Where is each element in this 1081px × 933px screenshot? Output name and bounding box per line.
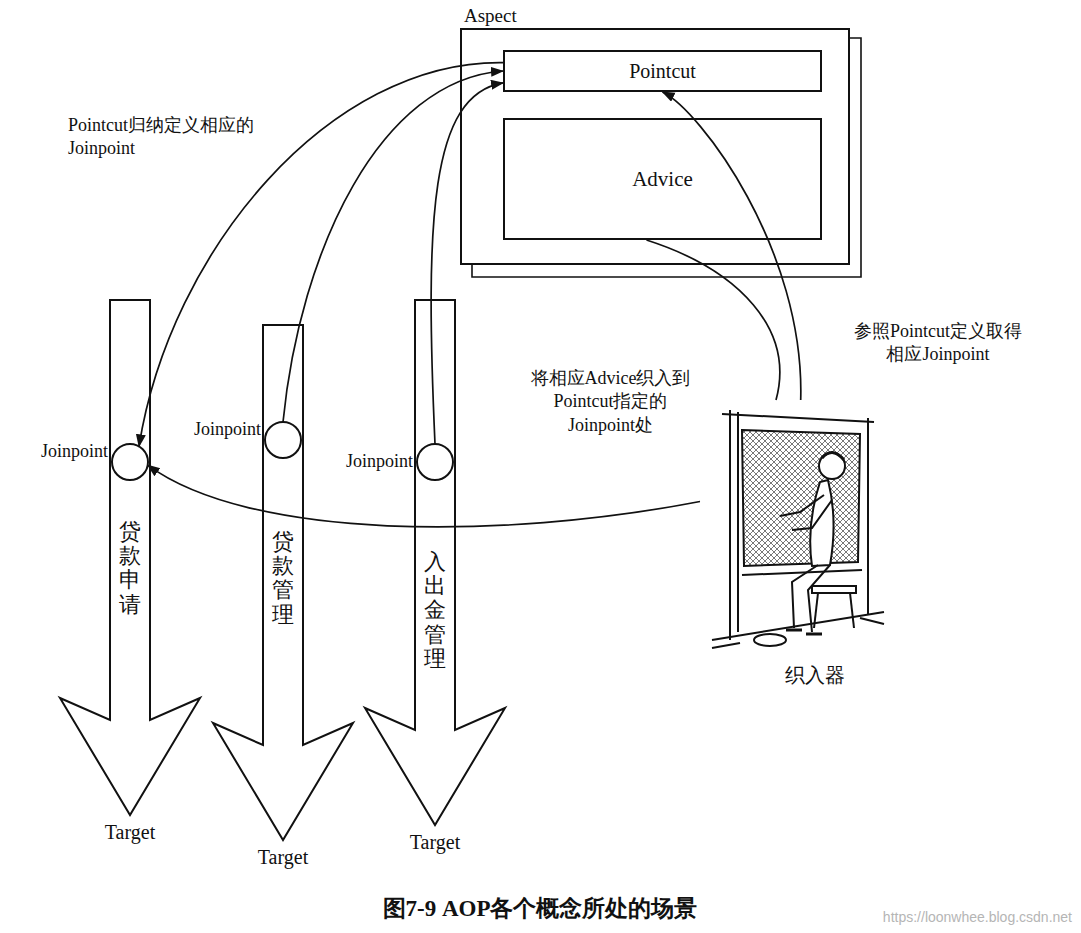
arrow-head-fill xyxy=(365,708,505,825)
arrow-outline xyxy=(365,300,505,825)
annotation: Pointcut归纳定义相应的 Joinpoint xyxy=(68,114,293,161)
aspect-heading: Aspect xyxy=(464,5,517,27)
module-name: 贷款申请 xyxy=(119,520,141,617)
joinpoint-label: Joinpoint xyxy=(194,419,261,440)
annotation: 将相应Advice织入到 Pointcut指定的 Joinpoint处 xyxy=(518,367,703,437)
figure-caption: 图7-9 AOP各个概念所处的场景 xyxy=(240,894,840,924)
connector-curve xyxy=(663,92,801,400)
weaver-figure: 织入器 xyxy=(700,400,890,690)
target-arrow: 入出金管理 Target Joinpoint xyxy=(365,300,505,860)
box-label: Advice xyxy=(505,167,820,192)
target-arrow: 贷款管理 Target Joinpoint xyxy=(213,325,353,873)
annotation: 参照Pointcut定义取得 相应Joinpoint xyxy=(818,320,1058,367)
arrow-head-fill xyxy=(60,698,200,815)
connector-curve xyxy=(283,71,503,422)
joinpoint-circle: Joinpoint xyxy=(264,421,302,459)
joinpoint-circle: Joinpoint xyxy=(416,443,454,481)
weaver-label: 织入器 xyxy=(760,662,870,689)
concept-box: Pointcut xyxy=(503,50,822,92)
module-name: 贷款管理 xyxy=(272,530,294,627)
joinpoint-circle: Joinpoint xyxy=(111,443,149,481)
joinpoint-label: Joinpoint xyxy=(41,441,108,462)
aspect-box: AspectPointcutAdvice xyxy=(460,28,850,265)
box-label: Pointcut xyxy=(505,60,820,83)
weaver-illustration xyxy=(712,410,884,648)
target-label: Target xyxy=(365,831,505,854)
target-label: Target xyxy=(60,821,200,844)
joinpoint-label: Joinpoint xyxy=(346,451,413,472)
module-name: 入出金管理 xyxy=(424,550,446,671)
arrow-outline xyxy=(213,325,353,840)
concept-box: Advice xyxy=(503,118,822,240)
target-label: Target xyxy=(213,846,353,869)
arrow-outline xyxy=(60,300,200,815)
target-arrow: 贷款申请 Target Joinpoint xyxy=(60,300,200,845)
aspect-back-frame xyxy=(472,38,861,277)
connector-curve xyxy=(148,465,700,527)
watermark: https://loonwhee.blog.csdn.net xyxy=(782,908,1072,926)
arrow-head-fill xyxy=(213,723,353,840)
